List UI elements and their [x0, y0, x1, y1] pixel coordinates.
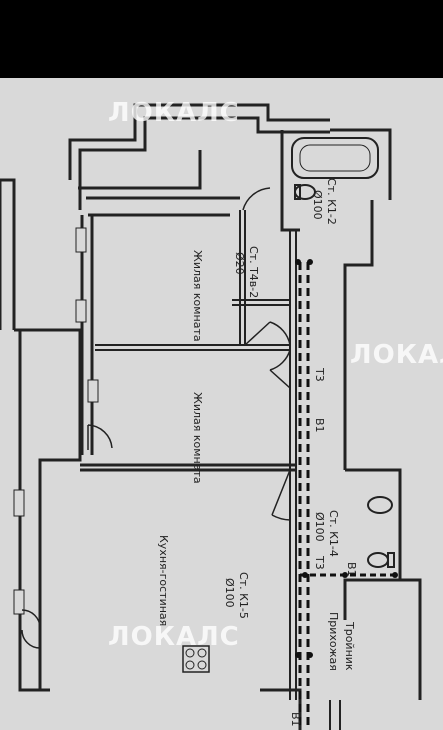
watermark-bottom: ЛОКАЛС [108, 622, 240, 652]
room-label-bedroom-1: Жилая комната [191, 250, 204, 342]
riser-diam-t4v-2: Ø20 [233, 252, 246, 275]
watermark-right: ЛОКАЛС [350, 340, 443, 370]
riser-diam-k1-2: Ø100 [311, 190, 324, 220]
partition-kitchen [80, 463, 295, 472]
pipe-label-t3: Т3 [313, 367, 326, 382]
stove [182, 645, 210, 673]
riser-label-t4v-2: Ст. Т4в-2 [247, 246, 260, 298]
partition-bedrooms [95, 344, 290, 351]
riser-diam-k1-5: Ø100 [223, 578, 236, 608]
door-bedroom-2 [269, 349, 291, 389]
outer-wall-top [0, 103, 330, 330]
fitting-label: Тройник [343, 621, 356, 671]
door-kitchen [271, 469, 291, 521]
paper-sheet [0, 78, 443, 730]
riser-label-k1-2: Ст. К1-2 [325, 178, 338, 225]
window-left-2 [13, 489, 25, 517]
pipe-label-v1-bottom: В1 [289, 712, 302, 727]
riser-diam-k1-4: Ø100 [313, 512, 326, 542]
bathroom-walls [280, 128, 392, 470]
door-bedroom-1 [242, 187, 271, 211]
riser-label-k1-4: Ст. К1-4 [327, 510, 340, 557]
sink-2 [367, 496, 393, 514]
room-label-hallway: Прихожая [327, 612, 340, 671]
outer-wall-left [14, 328, 82, 692]
pipe-label-t3-lower: Т3 [313, 555, 326, 570]
window-left-1 [75, 227, 87, 253]
pipe-label-v1-lower: В1 [345, 562, 358, 577]
riser-label-k1-5: Ст. К1-5 [237, 572, 250, 619]
watermark-top: ЛОКАЛС [108, 98, 240, 128]
room-label-bedroom-2: Жилая комната [191, 392, 204, 484]
door-entry-left [87, 424, 113, 450]
pipe-label-v1: В1 [313, 418, 326, 433]
bathtub [291, 137, 379, 179]
room-label-kitchen: Кухня-гостиная [157, 535, 170, 626]
